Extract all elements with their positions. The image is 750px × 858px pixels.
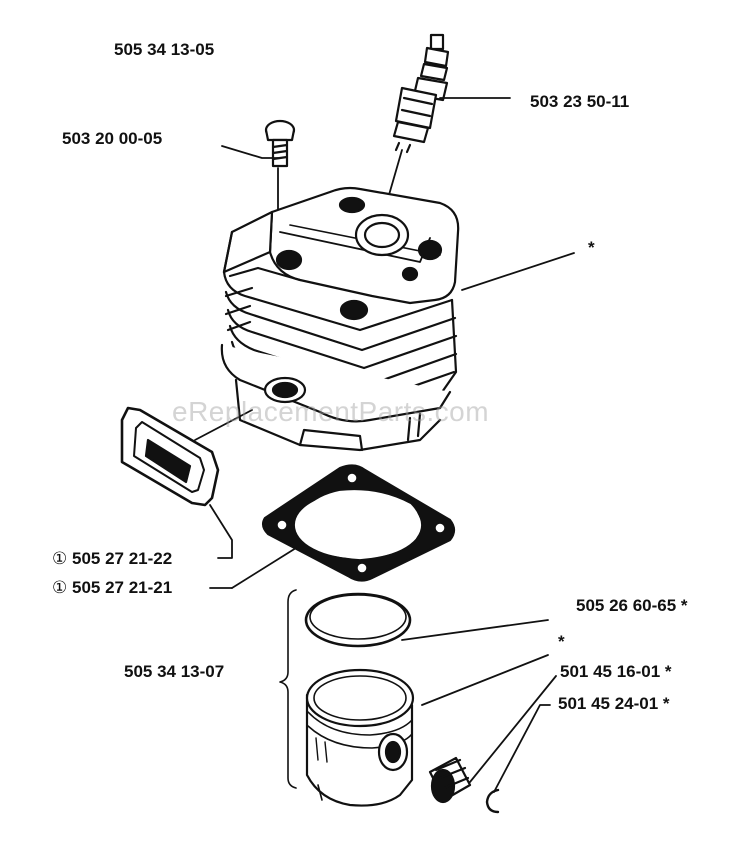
exhaust-gasket-number: 505 27 21-22 (71, 549, 173, 568)
label-base-gasket: ① 505 27 21-21 (52, 578, 172, 598)
gasket-marker-icon: ① (52, 549, 68, 569)
watermark: eReplacementParts.com (172, 396, 490, 427)
label-piston-ring: 505 26 60-65 * (576, 596, 688, 615)
needle-bearing (428, 756, 472, 804)
label-circlip: 501 45 24-01 * (558, 694, 670, 713)
base-gasket (261, 464, 456, 582)
label-needle-bearing: 501 45 16-01 * (560, 662, 672, 681)
spark-plug (392, 33, 450, 154)
label-piston-assembly: 505 34 13-07 (124, 662, 225, 681)
label-cylinder-assembly: 505 34 13-05 (114, 40, 215, 59)
circlip (485, 788, 500, 814)
screw (264, 119, 296, 168)
label-spark-plug: 503 23 50-11 (530, 92, 630, 111)
label-cylinder-star: * (588, 238, 595, 257)
label-exhaust-gasket: ① 505 27 21-22 (52, 549, 172, 569)
piston (305, 668, 415, 807)
base-gasket-number: 505 27 21-21 (71, 578, 173, 597)
piston-ring (304, 592, 412, 648)
label-screw: 503 20 00-05 (62, 129, 163, 148)
cylinder (220, 186, 460, 452)
label-piston-star: * (558, 632, 565, 651)
gasket-marker-icon: ① (52, 578, 68, 598)
exhaust-gasket (120, 406, 220, 507)
